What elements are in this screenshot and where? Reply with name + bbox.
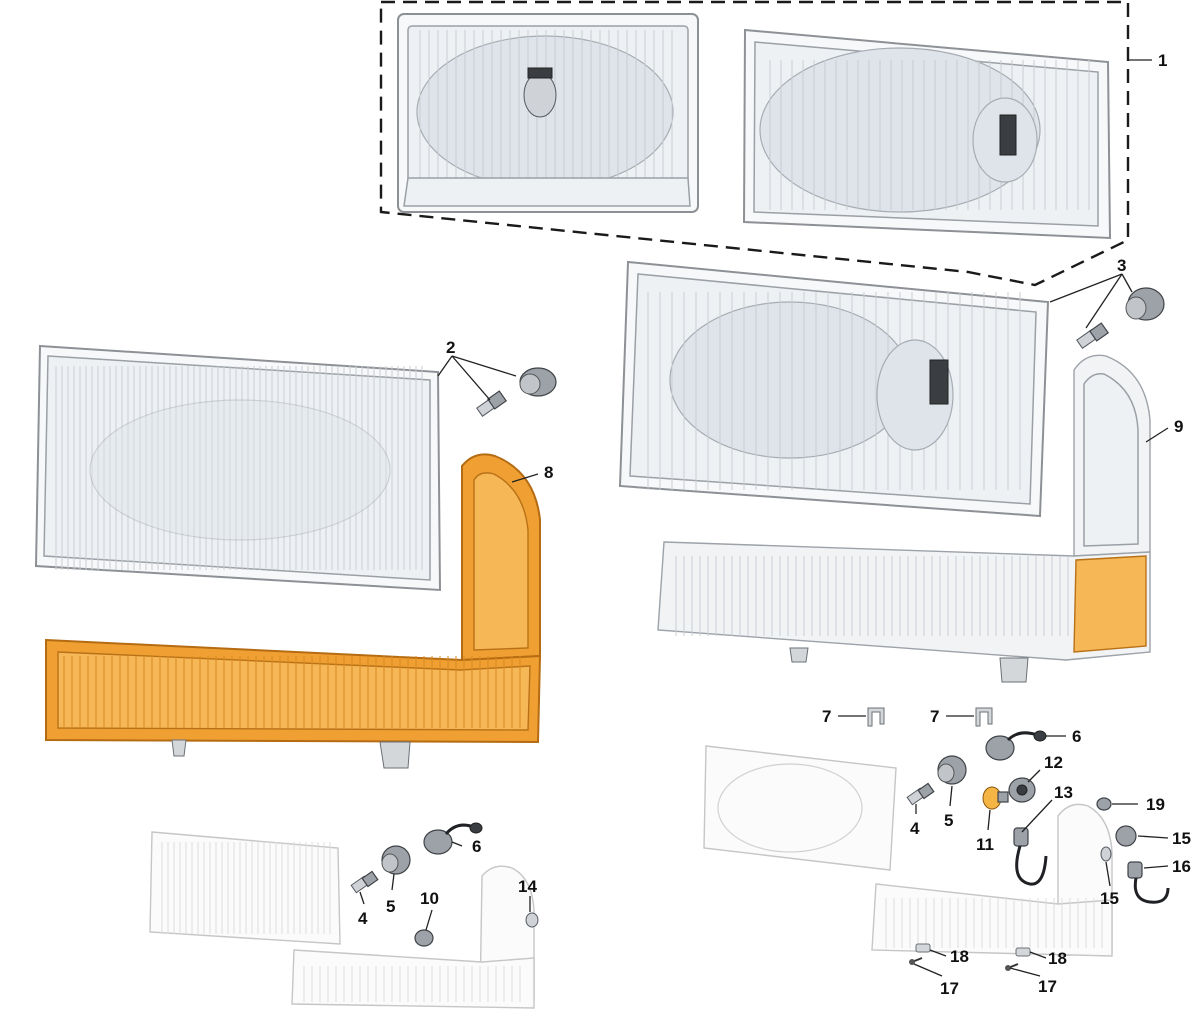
- callout-4-right: 4: [910, 819, 920, 838]
- headlight-chrome-large: [742, 28, 1112, 240]
- callout-17-center: 17: [940, 979, 959, 998]
- leader-lines: [359, 59, 1169, 977]
- callout-4-left: 4: [358, 909, 368, 928]
- bulb-and-socket-3: [1076, 287, 1165, 349]
- callout-7-left: 7: [822, 707, 831, 726]
- socket-5-right: [937, 755, 967, 785]
- bulb-icon: [523, 72, 557, 118]
- part-1-group-outline: [379, 0, 1130, 287]
- clip-18-right: [1015, 947, 1031, 957]
- socket-15a: [1115, 825, 1137, 847]
- callout-18-center: 18: [950, 947, 969, 966]
- bulb-15b: [1100, 846, 1112, 862]
- bulb-4-left: [350, 870, 379, 894]
- clip-18-center: [915, 943, 931, 953]
- socket-wire-6a: [423, 822, 483, 855]
- headlight-clear-left: [34, 344, 442, 592]
- callout-1: 1: [1158, 51, 1167, 70]
- callout-6-left: 6: [472, 837, 481, 856]
- callout-16: 16: [1172, 857, 1191, 876]
- callout-17-right: 17: [1038, 977, 1057, 996]
- callout-5-right: 5: [944, 811, 953, 830]
- callout-12: 12: [1044, 753, 1063, 772]
- socket-wire-6b: [985, 730, 1047, 761]
- callout-7-right: 7: [930, 707, 939, 726]
- harness-13: [1013, 827, 1048, 886]
- callout-15-lower: 15: [1100, 889, 1119, 908]
- callout-10: 10: [420, 889, 439, 908]
- callout-5-left: 5: [386, 897, 395, 916]
- ghost-assembly-left: [149, 831, 535, 1009]
- socket-10: [414, 929, 434, 947]
- clip-7b: [975, 707, 993, 727]
- socket-12: [1008, 777, 1036, 803]
- harness-16: [1127, 861, 1170, 904]
- bulb-and-socket-2: [476, 367, 557, 417]
- grommet-19: [1096, 797, 1112, 811]
- ghost-assembly-right: [703, 745, 1113, 957]
- callout-3: 3: [1117, 256, 1126, 275]
- clip-7a: [867, 707, 885, 727]
- headlight-chrome-right: [618, 260, 1050, 518]
- screw-17-center: [909, 957, 923, 965]
- parking-lamp-amber-left: [45, 453, 542, 769]
- callout-13: 13: [1054, 783, 1073, 802]
- callout-9: 9: [1174, 417, 1183, 436]
- callout-11: 11: [976, 835, 994, 854]
- bulb-14: [525, 912, 539, 928]
- callout-6-right: 6: [1072, 727, 1081, 746]
- bulb-4-right: [906, 782, 935, 806]
- screw-17-right: [1005, 963, 1019, 971]
- callout-15-upper: 15: [1172, 829, 1191, 848]
- callout-18-right: 18: [1048, 949, 1067, 968]
- callout-2: 2: [446, 338, 455, 357]
- socket-5-left: [381, 845, 411, 875]
- callout-19: 19: [1146, 795, 1165, 814]
- bulb-amber-11: [982, 786, 1009, 810]
- parking-lamp-clear-right: [657, 354, 1151, 683]
- callout-8: 8: [544, 463, 553, 482]
- callout-14: 14: [518, 877, 537, 896]
- headlight-chrome-small: [397, 13, 699, 213]
